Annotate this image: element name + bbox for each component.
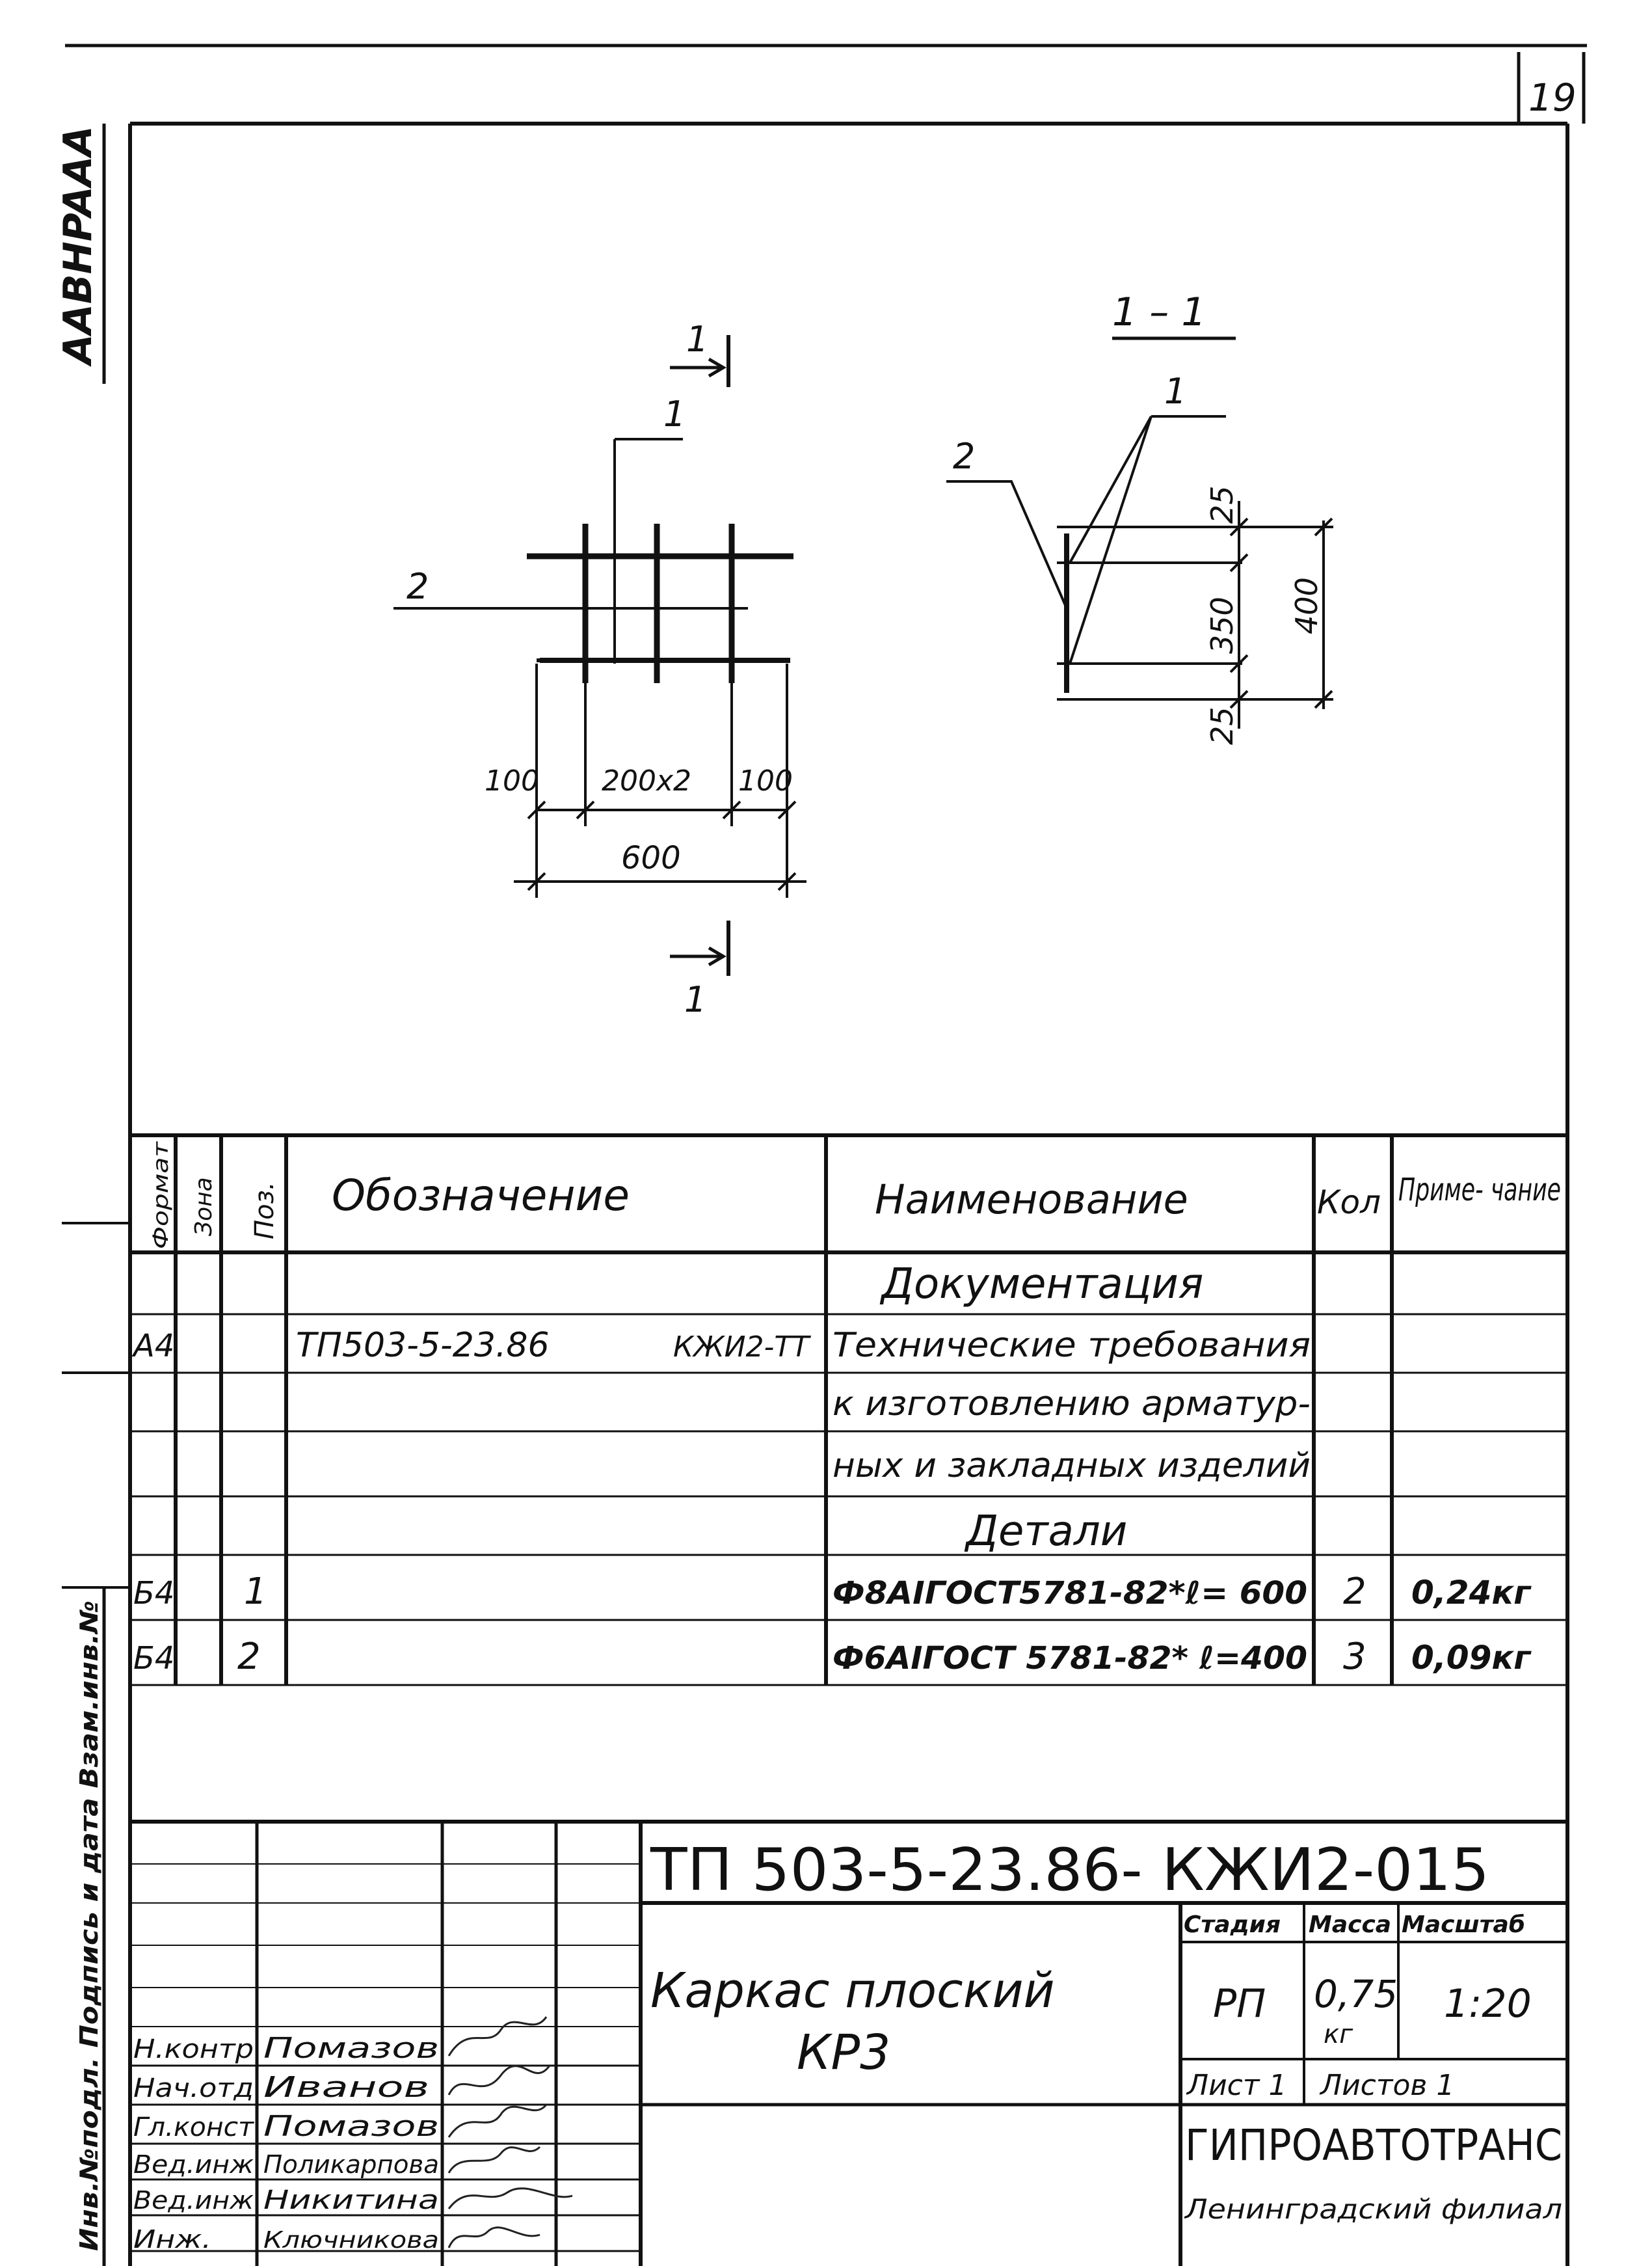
- header-designation: Обозначение: [332, 1170, 630, 1221]
- left-stamp-bottom: Инв.№подл. Подпись и дата Взам.инв.№: [75, 1600, 103, 2251]
- signatory-name: Никитина: [263, 2185, 439, 2215]
- sheet-number: 19: [1528, 75, 1577, 120]
- title-block-grid: [130, 1820, 1567, 2266]
- header-name: Наименование: [875, 1176, 1188, 1223]
- signature-mark: [447, 2226, 540, 2248]
- mass-unit: кг: [1324, 2019, 1353, 2049]
- dim-600: 600: [621, 840, 681, 876]
- signatory-role: Вед.инж: [133, 2186, 254, 2215]
- signatory-row: Вед.инж Никитина: [133, 2185, 573, 2215]
- sheet-label: Лист 1: [1186, 2069, 1286, 2102]
- plan-pos-2-label: 2: [406, 566, 429, 607]
- row-designation-code: КЖИ2-ТТ: [673, 1330, 811, 1364]
- signatory-row: Гл.конст Помазов: [133, 2103, 548, 2143]
- signatory-row: Вед.инж Поликарпова: [133, 2146, 541, 2179]
- drawing-title-line2: КР3: [797, 2025, 890, 2081]
- signature-mark: [447, 2016, 548, 2057]
- signatory-role: Инж.: [133, 2225, 211, 2254]
- row-qty: 2: [1343, 1571, 1366, 1613]
- signatory-row: Н.контр Помазов: [133, 2016, 548, 2065]
- mass-label: Масса: [1309, 1911, 1391, 1938]
- spec-row: ных и закладных изделий: [833, 1446, 1311, 1485]
- spec-row: Детали: [964, 1507, 1127, 1556]
- header-pos: Поз.: [250, 1181, 280, 1239]
- row-name: Ф8АIГОСТ5781-82*ℓ= 600: [833, 1575, 1307, 1612]
- signatory-name: Ключникова: [263, 2227, 439, 2254]
- left-stamp-top: AABHPAAA: [55, 126, 101, 367]
- spec-row: Документация: [879, 1260, 1203, 1308]
- cut-mark-bottom: 1: [684, 979, 706, 1020]
- header-format: Формат: [148, 1140, 173, 1249]
- stage-value: РП: [1213, 1981, 1266, 2027]
- signature-mark: [447, 2103, 548, 2138]
- spec-row: к изготовлению арматур-: [833, 1384, 1311, 1423]
- scale-value: 1:20: [1444, 1981, 1532, 2027]
- section-pos-2-label: 2: [953, 436, 975, 477]
- row-format: А4: [131, 1328, 174, 1364]
- row-pos: 1: [244, 1571, 267, 1613]
- organization-branch: Ленинградский филиал: [1184, 2193, 1562, 2225]
- dim-200x2: 200x2: [602, 764, 691, 798]
- signature-mark: [447, 2146, 541, 2174]
- row-name: Технические требования: [833, 1326, 1311, 1365]
- signatory-row: Нач.отд Иванов: [133, 2065, 551, 2104]
- left-margin-stamp: [62, 124, 130, 2266]
- row-name: к изготовлению арматур-: [833, 1384, 1311, 1423]
- signatory-role: Нач.отд: [133, 2073, 254, 2103]
- signatory-row: Инж. Ключникова: [133, 2225, 540, 2254]
- row-designation: ТП503-5-23.86: [296, 1326, 550, 1365]
- signatory-name: Поликарпова: [263, 2150, 439, 2179]
- spec-row: А4 ТП503-5-23.86 КЖИ2-ТТ Технические тре…: [131, 1326, 1311, 1365]
- document-code: ТП 503-5-23.86- КЖИ2-015: [650, 1836, 1489, 1904]
- row-note: 0,09кг: [1411, 1639, 1532, 1677]
- spec-row: Б4 1 Ф8АIГОСТ5781-82*ℓ= 600 2 0,24кг: [133, 1571, 1532, 1613]
- row-pos: 2: [237, 1636, 261, 1678]
- dim-100-right: 100: [738, 764, 793, 798]
- signature-mark: [447, 2065, 551, 2096]
- dim-25-bottom: 25: [1205, 707, 1240, 745]
- signatory-role: Н.контр: [133, 2034, 254, 2064]
- sheets-label: Листов 1: [1319, 2069, 1454, 2102]
- row-format: Б4: [133, 1575, 174, 1612]
- row-name: Ф6АIГОСТ 5781-82* ℓ=400: [833, 1640, 1307, 1677]
- row-note: 0,24кг: [1411, 1574, 1532, 1612]
- spec-row: Б4 2 Ф6АIГОСТ 5781-82* ℓ=400 3 0,09кг: [133, 1636, 1532, 1678]
- row-qty: 3: [1343, 1636, 1366, 1678]
- organization-name: ГИПРОАВТОТРАНС: [1185, 2120, 1562, 2170]
- header-qty: Кол: [1317, 1183, 1381, 1221]
- section-title: 1 – 1: [1112, 290, 1206, 335]
- section-view: [946, 336, 1333, 729]
- row-name: Документация: [879, 1260, 1203, 1308]
- stage-label: Стадия: [1184, 1911, 1281, 1938]
- dim-25-top: 25: [1205, 485, 1240, 524]
- signatory-role: Вед.инж: [133, 2150, 254, 2179]
- signatory-name: Помазов: [263, 2032, 439, 2065]
- plan-pos-1-label: 1: [663, 394, 686, 435]
- section-pos-1-label: 1: [1164, 371, 1186, 412]
- row-format: Б4: [133, 1640, 174, 1677]
- specification-table-grid: [130, 1133, 1567, 1686]
- drawing-title-line1: Каркас плоский: [650, 1963, 1055, 2019]
- header-note: Приме- чание: [1398, 1172, 1561, 1208]
- signatory-role: Гл.конст: [133, 2112, 255, 2142]
- row-name: Детали: [964, 1507, 1127, 1556]
- row-name: ных и закладных изделий: [833, 1446, 1311, 1485]
- dim-400: 400: [1289, 577, 1324, 634]
- signatory-name: Помазов: [263, 2110, 439, 2143]
- header-zone: Зона: [191, 1177, 217, 1236]
- cut-mark-top: 1: [686, 319, 708, 360]
- dim-350: 350: [1205, 597, 1240, 654]
- scale-label: Масштаб: [1402, 1911, 1525, 1938]
- plan-view: [393, 335, 806, 976]
- mass-value: 0,75: [1314, 1972, 1398, 2016]
- signatory-name: Иванов: [263, 2071, 429, 2104]
- dim-100-left: 100: [485, 764, 539, 798]
- sheet-frame: [65, 44, 1587, 2266]
- signature-mark: [447, 2187, 573, 2209]
